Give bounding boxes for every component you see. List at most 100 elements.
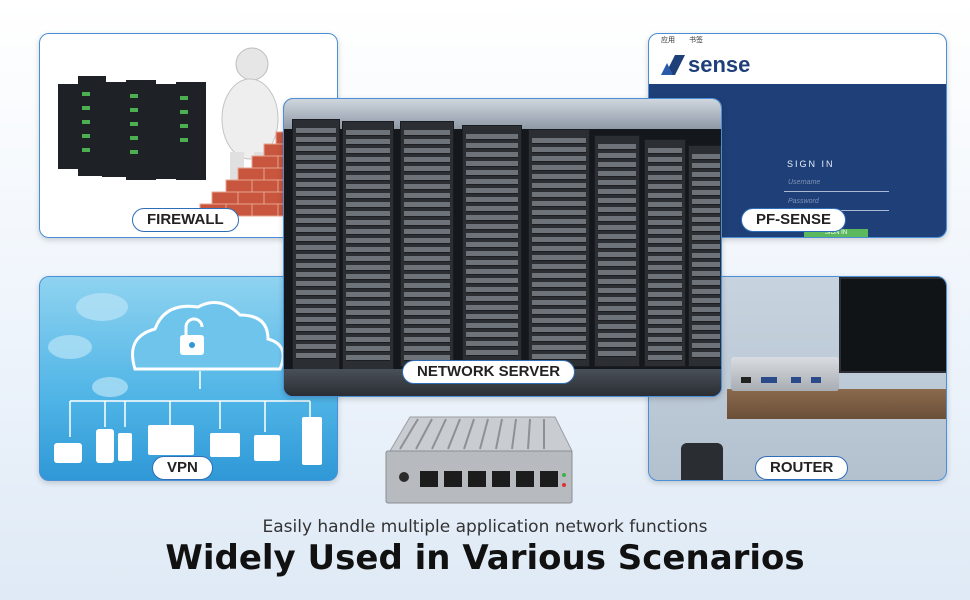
rack-unit <box>598 252 636 258</box>
rack-unit <box>404 130 450 136</box>
rack-unit <box>692 190 720 196</box>
server-rack <box>528 129 590 367</box>
rack-unit <box>648 229 682 235</box>
pfsense-logo-mark <box>661 55 685 75</box>
firewall-card: FIREWALL <box>39 33 338 238</box>
rack-unit <box>466 242 518 248</box>
pfsense-header: sense <box>649 46 946 84</box>
rack-unit <box>532 309 586 315</box>
rack-unit <box>692 172 720 178</box>
rack-unit <box>296 182 336 188</box>
rack-unit <box>598 342 636 348</box>
rack-unit <box>598 324 636 330</box>
network-server-label: NETWORK SERVER <box>402 360 576 384</box>
rack-unit <box>648 193 682 199</box>
rack-unit <box>296 317 336 323</box>
username-placeholder: Username <box>788 179 821 186</box>
rack-unit <box>346 301 390 307</box>
rack-unit <box>598 216 636 222</box>
rack-unit <box>532 228 586 234</box>
rack-unit <box>532 291 586 297</box>
rack-unit <box>532 282 586 288</box>
rack-unit <box>532 201 586 207</box>
rack-unit <box>532 147 586 153</box>
rack-unit <box>648 283 682 289</box>
rack-unit <box>648 148 682 154</box>
rack-unit <box>404 184 450 190</box>
rack-unit <box>648 319 682 325</box>
rack-unit <box>692 289 720 295</box>
bookmark-folder[interactable]: 书签 <box>689 37 703 44</box>
rack-unit <box>466 350 518 356</box>
rack-unit <box>692 334 720 340</box>
rack-unit <box>296 236 336 242</box>
rack-unit <box>404 328 450 334</box>
rack-unit <box>404 157 450 163</box>
headline: Widely Used in Various Scenarios <box>165 538 805 578</box>
rack-unit <box>296 290 336 296</box>
rack-unit <box>466 152 518 158</box>
rack-unit <box>466 134 518 140</box>
mini-pc-device <box>731 357 839 391</box>
rack-unit <box>404 202 450 208</box>
pfsense-logo-text: sense <box>688 52 751 77</box>
rack-unit <box>296 344 336 350</box>
rack-unit <box>404 337 450 343</box>
rack-unit <box>598 261 636 267</box>
server-rack <box>688 145 721 367</box>
rack-unit <box>532 318 586 324</box>
rack-unit <box>532 300 586 306</box>
sign-in-button[interactable]: SIGN IN <box>804 229 868 237</box>
rack-unit <box>296 218 336 224</box>
bookmark-apps[interactable]: 应用 <box>661 37 675 44</box>
rack-unit <box>692 307 720 313</box>
rack-unit <box>692 226 720 232</box>
rack-unit <box>466 296 518 302</box>
rack-unit <box>296 209 336 215</box>
rack-unit <box>692 298 720 304</box>
rack-unit <box>346 292 390 298</box>
rack-unit <box>404 148 450 154</box>
rack-unit <box>466 197 518 203</box>
rack-unit <box>296 128 336 134</box>
rack-unit <box>598 189 636 195</box>
rack-unit <box>346 283 390 289</box>
rack-unit <box>532 354 586 360</box>
rack-unit <box>346 310 390 316</box>
rack-unit <box>532 183 586 189</box>
rack-unit <box>648 175 682 181</box>
rack-unit <box>466 170 518 176</box>
rack-unit <box>692 262 720 268</box>
wall-tv <box>839 277 946 373</box>
rack-unit <box>296 155 336 161</box>
rack-unit <box>598 288 636 294</box>
rack-unit <box>296 299 336 305</box>
rack-unit <box>346 247 390 253</box>
rack-unit <box>466 206 518 212</box>
rack-unit <box>296 227 336 233</box>
rack-unit <box>532 273 586 279</box>
rack-unit <box>532 255 586 261</box>
rack-unit <box>532 345 586 351</box>
rack-unit <box>296 146 336 152</box>
rack-unit <box>346 256 390 262</box>
rack-unit <box>648 220 682 226</box>
rack-unit <box>466 341 518 347</box>
rack-unit <box>648 184 682 190</box>
rack-unit <box>648 346 682 352</box>
rack-unit <box>692 235 720 241</box>
rack-unit <box>598 270 636 276</box>
rack-unit <box>346 193 390 199</box>
username-field[interactable]: Username <box>784 177 889 192</box>
rack-unit <box>404 193 450 199</box>
rack-unit <box>692 253 720 259</box>
rack-unit <box>598 153 636 159</box>
rack-unit <box>648 310 682 316</box>
rack-unit <box>598 351 636 357</box>
server-racks-illustration <box>58 76 206 180</box>
rack-unit <box>404 310 450 316</box>
rack-unit <box>404 265 450 271</box>
firewall-label: FIREWALL <box>132 208 239 232</box>
rack-unit <box>466 143 518 149</box>
rack-unit <box>692 199 720 205</box>
